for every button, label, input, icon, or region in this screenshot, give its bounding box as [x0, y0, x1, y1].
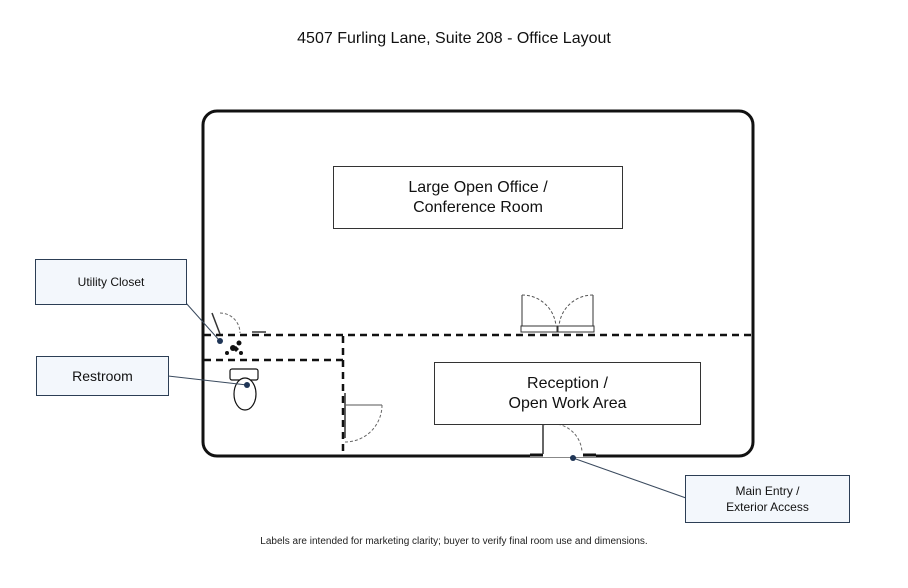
large-office-line2: Conference Room	[413, 198, 543, 216]
main-entry-line1: Main Entry /	[735, 484, 800, 498]
leader-utility-closet	[185, 302, 220, 341]
restroom-text: Restroom	[72, 368, 133, 384]
marker-dot-restroom	[244, 382, 250, 388]
restroom-callout: Restroom	[36, 356, 169, 396]
footnote: Labels are intended for marketing clarit…	[260, 536, 648, 547]
reception-line1: Reception /	[527, 374, 608, 392]
utility-closet-callout: Utility Closet	[35, 259, 187, 305]
double-door-icon	[520, 294, 595, 333]
utility-closet-text: Utility Closet	[77, 275, 145, 289]
outer-wall	[201, 109, 755, 458]
main-entry-line2: Exterior Access	[726, 500, 809, 514]
diagram-title: 4507 Furling Lane, Suite 208 - Office La…	[297, 30, 611, 47]
leader-restroom	[167, 375, 248, 386]
toilet-icon	[229, 368, 259, 411]
main-entry-callout: Main Entry / Exterior Access	[685, 475, 850, 523]
reception-label: Reception / Open Work Area	[434, 362, 701, 425]
water-heater-icon	[225, 340, 243, 355]
restroom-door-icon	[344, 393, 383, 443]
leader-main-entry	[572, 457, 687, 499]
reception-line2: Open Work Area	[508, 394, 627, 412]
main-entry-door-icon	[530, 423, 596, 457]
large-office-line1: Large Open Office /	[408, 178, 548, 196]
marker-dot-utility	[217, 338, 223, 344]
closet-door-icon	[211, 312, 266, 335]
marker-dot-entry	[570, 455, 576, 461]
large-office-label: Large Open Office / Conference Room	[333, 166, 623, 229]
